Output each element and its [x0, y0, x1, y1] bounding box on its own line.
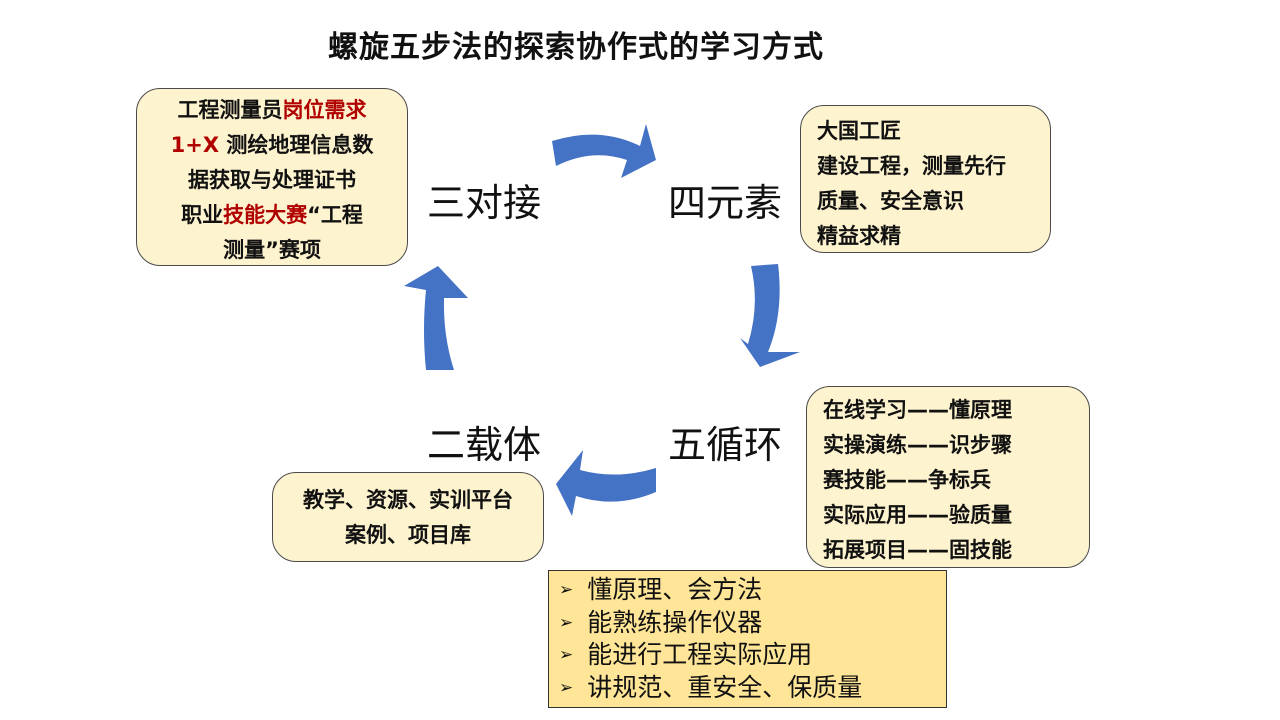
box-line: 工程测量员岗位需求	[177, 98, 367, 122]
arrow-bullet-icon: ➢	[559, 645, 574, 665]
outcomes-list: ➢懂原理、会方法 ➢能熟练操作仪器 ➢能进行工程实际应用 ➢讲规范、重安全、保质…	[548, 570, 947, 708]
label-four-elements: 四元素	[668, 181, 783, 225]
box-line: 拓展项目——固技能	[823, 538, 1012, 562]
box-line: 教学、资源、实训平台	[303, 488, 513, 512]
page-title: 螺旋五步法的探索协作式的学习方式	[328, 30, 824, 65]
box-line: 精益求精	[817, 224, 901, 248]
list-item: ➢讲规范、重安全、保质量	[559, 672, 863, 702]
arrow-right-down	[740, 264, 800, 367]
box-line: 建设工程，测量先行	[817, 154, 1006, 178]
box-line: 实操演练——识步骤	[823, 433, 1012, 457]
box-two-carriers: 教学、资源、实训平台 案例、项目库	[272, 472, 544, 562]
label-two-carriers: 二载体	[427, 423, 542, 467]
box-line: 在线学习——懂原理	[823, 398, 1012, 422]
arrow-top-right	[552, 124, 656, 178]
arrow-bullet-icon: ➢	[559, 677, 574, 698]
arrow-bottom-left	[556, 450, 656, 516]
box-line: 据获取与处理证书	[188, 168, 356, 192]
box-line: 案例、项目库	[345, 523, 471, 547]
box-line: 1+X 测绘地理信息数	[170, 133, 374, 157]
box-five-cycles: 在线学习——懂原理 实操演练——识步骤 赛技能——争标兵 实际应用——验质量 拓…	[806, 386, 1090, 568]
label-five-cycles: 五循环	[668, 423, 783, 467]
box-line: 测量”赛项	[223, 238, 321, 262]
box-line: 赛技能——争标兵	[823, 468, 991, 492]
box-four-elements: 大国工匠 建设工程，测量先行 质量、安全意识 精益求精	[800, 105, 1051, 253]
box-line: 质量、安全意识	[817, 189, 964, 213]
box-line: 大国工匠	[817, 119, 901, 143]
label-three-connections: 三对接	[427, 181, 542, 225]
arrow-bullet-icon: ➢	[559, 580, 574, 600]
list-item: ➢懂原理、会方法	[559, 575, 763, 604]
box-line: 职业技能大赛“工程	[181, 203, 363, 227]
arrow-bullet-icon: ➢	[559, 612, 574, 633]
arrow-left-up	[404, 266, 468, 370]
list-item: ➢能熟练操作仪器	[559, 607, 763, 637]
box-line: 实际应用——验质量	[823, 503, 1012, 527]
box-three-connections: 工程测量员岗位需求 1+X 测绘地理信息数 据获取与处理证书 职业技能大赛“工程…	[136, 88, 408, 266]
list-item: ➢能进行工程实际应用	[559, 640, 813, 669]
